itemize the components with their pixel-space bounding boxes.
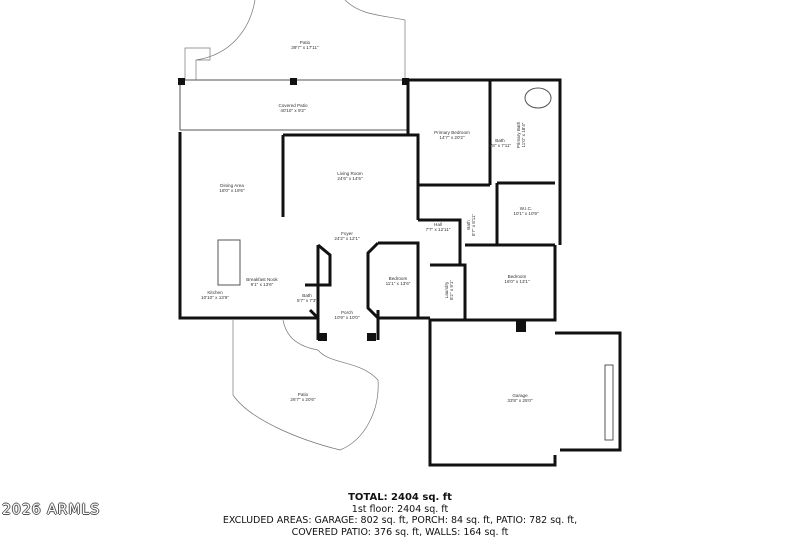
dining-area-size: 18'0" x 19'6"	[219, 188, 245, 193]
bedroom-right-size: 16'0" x 13'1"	[504, 279, 530, 284]
garage-size: 33'8" x 25'0"	[507, 398, 533, 403]
total-area: TOTAL: 2404 sq. ft	[0, 492, 800, 504]
bathtub	[525, 88, 551, 108]
primary-bedroom-size: 14'7" x 20'2"	[439, 135, 465, 140]
bedroom-mid-size: 11'1" x 13'6"	[386, 281, 411, 286]
covered-patio-size: 40'10" x 9'2"	[280, 108, 306, 113]
floor-area: 1st floor: 2404 sq. ft	[0, 504, 800, 516]
column	[178, 78, 185, 85]
area-summary: TOTAL: 2404 sq. ft 1st floor: 2404 sq. f…	[0, 492, 800, 538]
column	[290, 78, 297, 85]
hall-size: 7'7" x 12'11"	[426, 227, 451, 232]
foyer-size: 24'2" x 12'1"	[334, 236, 360, 241]
column	[367, 333, 376, 341]
laundry-size: 8'2" x 9'1"	[449, 280, 454, 300]
patio-top-size: 39'7" x 17'11"	[291, 45, 319, 50]
wic-size: 10'1" x 10'9"	[513, 211, 539, 216]
room-labels: Patio 39'7" x 17'11" Covered Patio 40'10…	[201, 40, 539, 403]
column	[318, 333, 327, 341]
foyer-walls	[305, 245, 330, 318]
patio-bottom-size: 26'7" x 20'6"	[290, 397, 316, 402]
exterior-walls	[180, 80, 620, 465]
breakfast-nook-size: 9'1" x 13'6"	[251, 282, 274, 287]
garage-door	[605, 365, 613, 440]
bath-hall-size: 5'7" x 8'11"	[471, 213, 476, 236]
living-room-size: 24'6" x 14'5"	[337, 176, 363, 181]
excluded-areas: EXCLUDED AREAS: GARAGE: 802 sq. ft, PORC…	[0, 515, 800, 527]
bath-primary-size: 3'8" x 7'11"	[489, 143, 512, 148]
patio-bottom-outline	[233, 320, 378, 450]
kitchen-island	[218, 240, 240, 285]
patio-top-outline	[185, 0, 405, 80]
kitchen-size: 10'10" x 13'6"	[201, 295, 229, 300]
primary-bath-size: 11'0" x 18'4"	[521, 122, 526, 147]
porch-size: 10'9" x 10'0"	[334, 315, 360, 320]
bath-small-size: 5'7" x 7'3"	[297, 298, 317, 303]
watermark: 2026 ARMLS	[2, 502, 100, 518]
column	[516, 320, 526, 332]
excluded-areas-cont: COVERED PATIO: 376 sq. ft, WALLS: 164 sq…	[0, 527, 800, 538]
